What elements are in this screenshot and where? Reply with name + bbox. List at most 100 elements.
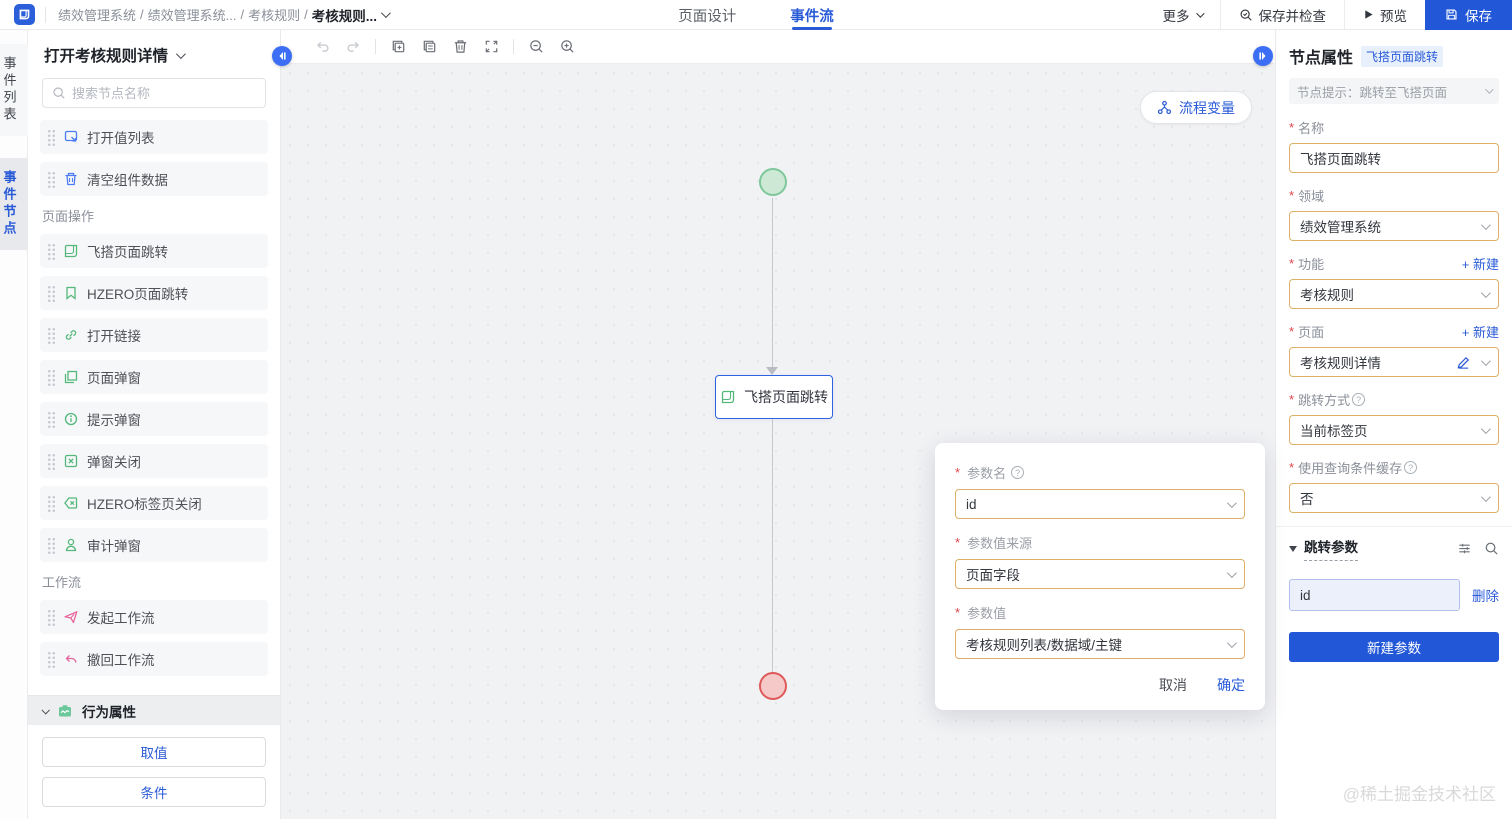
filter-sliders-icon[interactable] xyxy=(1457,541,1472,556)
collapse-left-panel-toggle[interactable] xyxy=(272,46,292,66)
breadcrumb-current[interactable]: 考核规则... xyxy=(311,8,378,24)
node-item-label: 弹窗关闭 xyxy=(87,455,141,470)
node-item-page-modal[interactable]: 页面弹窗 xyxy=(40,360,268,394)
node-item-hzero-tab-close[interactable]: HZERO标签页关闭 xyxy=(40,486,268,520)
node-item-hzero-page-jump[interactable]: HZERO页面跳转 xyxy=(40,276,268,310)
save-and-check-button[interactable]: 保存并检查 xyxy=(1221,0,1345,30)
confirm-button[interactable]: 确定 xyxy=(1217,677,1245,693)
breadcrumb-item[interactable]: 绩效管理系统... xyxy=(147,8,237,23)
chevron-down-icon xyxy=(1226,497,1237,508)
jump-param-row: id 删除 xyxy=(1289,579,1499,611)
topbar-separator xyxy=(1344,0,1345,30)
delete-param-link[interactable]: 删除 xyxy=(1472,589,1499,604)
drag-handle[interactable] xyxy=(47,284,55,302)
behavior-props-header[interactable]: 行为属性 xyxy=(28,695,280,725)
new-page-link[interactable]: + 新建 xyxy=(1461,325,1499,340)
drag-handle[interactable] xyxy=(47,452,55,470)
drag-handle[interactable] xyxy=(47,368,55,386)
save-button[interactable]: 保存 xyxy=(1425,0,1512,30)
jump-param-item[interactable]: id xyxy=(1289,579,1460,611)
get-value-button[interactable]: 取值 xyxy=(42,737,266,767)
collapse-right-panel-toggle[interactable] xyxy=(1253,46,1273,66)
recall-arrow-icon xyxy=(65,655,77,663)
name-field[interactable] xyxy=(1289,143,1499,173)
function-select[interactable]: 考核规则 xyxy=(1289,279,1499,309)
node-properties-panel: 节点属性 飞搭页面跳转 节点提示：跳转至飞搭页面 名称 领域 绩效管理系统 功能… xyxy=(1275,30,1512,819)
copy-add-icon[interactable] xyxy=(389,38,407,56)
tab-event-flow[interactable]: 事件流 xyxy=(790,0,834,30)
param-value-source-select[interactable]: 页面字段 xyxy=(955,559,1245,589)
toolbar-separator xyxy=(513,39,514,54)
sidebar-header[interactable]: 打开考核规则详情 xyxy=(28,30,280,76)
query-cache-select[interactable]: 否 xyxy=(1289,483,1499,513)
rail-tab-event-list[interactable]: 事件列表 xyxy=(0,44,28,136)
page-select[interactable]: 考核规则详情 xyxy=(1289,347,1499,377)
jump-params-section-header[interactable]: 跳转参数 xyxy=(1276,526,1512,569)
preview-button[interactable]: 预览 xyxy=(1345,0,1425,30)
more-dropdown[interactable]: 更多 xyxy=(1145,0,1220,30)
new-function-link[interactable]: + 新建 xyxy=(1461,257,1499,272)
drag-handle[interactable] xyxy=(47,410,55,428)
breadcrumb-item[interactable]: 绩效管理系统 xyxy=(58,8,137,23)
drag-handle[interactable] xyxy=(47,170,55,188)
drag-handle[interactable] xyxy=(47,608,55,626)
node-item-audit-modal[interactable]: 审计弹窗 xyxy=(40,528,268,562)
help-icon[interactable]: ? xyxy=(1404,461,1418,474)
rail-tab-event-nodes[interactable]: 事件节点 xyxy=(0,158,28,250)
param-value-select[interactable]: 考核规则列表/数据域/主键 xyxy=(955,629,1245,659)
page-value: 考核规则详情 xyxy=(1300,356,1381,371)
drag-handle[interactable] xyxy=(47,326,55,344)
param-name-value: id xyxy=(966,496,977,512)
drag-handle[interactable] xyxy=(47,650,55,668)
param-name-select[interactable]: id xyxy=(955,489,1245,519)
param-value-source-value: 页面字段 xyxy=(966,568,1020,583)
search-icon[interactable] xyxy=(1484,541,1499,556)
node-item-start-workflow[interactable]: 发起工作流 xyxy=(40,600,268,634)
backspace-close-icon xyxy=(64,497,78,509)
search-input[interactable] xyxy=(72,85,256,101)
drag-handle[interactable] xyxy=(47,242,55,260)
node-item-modal-close[interactable]: 弹窗关闭 xyxy=(40,444,268,478)
cancel-button[interactable]: 取消 xyxy=(1159,677,1187,693)
drag-handle[interactable] xyxy=(47,494,55,512)
drag-handle[interactable] xyxy=(47,128,55,146)
fit-view-icon[interactable] xyxy=(482,38,500,56)
node-item-label: 打开值列表 xyxy=(87,131,155,146)
left-rail: 事件列表 事件节点 xyxy=(0,30,28,819)
flow-start-node[interactable] xyxy=(759,168,787,196)
delete-icon[interactable] xyxy=(451,38,469,56)
node-search[interactable] xyxy=(42,78,266,108)
node-item-tip-modal[interactable]: 提示弹窗 xyxy=(40,402,268,436)
dialog-field-label-param-name: 参数名 ? xyxy=(955,463,1245,482)
node-item-feida-page-jump[interactable]: 飞搭页面跳转 xyxy=(40,234,268,268)
redo-icon[interactable] xyxy=(344,38,362,56)
node-item-open-value-list[interactable]: 打开值列表 xyxy=(40,120,268,154)
help-icon[interactable]: ? xyxy=(1011,466,1025,479)
topbar-tabs: 页面设计 事件流 xyxy=(0,0,1512,30)
new-param-button[interactable]: 新建参数 xyxy=(1289,632,1499,662)
app-logo-icon[interactable] xyxy=(14,4,35,25)
tab-page-design[interactable]: 页面设计 xyxy=(678,8,737,25)
search-check-icon xyxy=(1240,9,1252,21)
flow-node-feida-page-jump[interactable]: 飞搭页面跳转 xyxy=(715,375,833,419)
node-item-open-link[interactable]: 打开链接 xyxy=(40,318,268,352)
condition-button[interactable]: 条件 xyxy=(42,777,266,807)
jump-mode-select[interactable]: 当前标签页 xyxy=(1289,415,1499,445)
duplicate-icon[interactable] xyxy=(420,38,438,56)
undo-icon[interactable] xyxy=(313,38,331,56)
flow-end-node[interactable] xyxy=(759,672,787,700)
node-hint-bar[interactable]: 节点提示：跳转至飞搭页面 xyxy=(1289,78,1499,104)
node-type-badge: 飞搭页面跳转 xyxy=(1361,45,1444,67)
node-item-clear-component-data[interactable]: 清空组件数据 xyxy=(40,162,268,196)
breadcrumb-item[interactable]: 考核规则 xyxy=(248,8,301,23)
zoom-in-icon[interactable] xyxy=(558,38,576,56)
zoom-out-icon[interactable] xyxy=(527,38,545,56)
edit-pencil-icon[interactable] xyxy=(1456,355,1471,370)
help-icon[interactable]: ? xyxy=(1352,393,1366,406)
domain-select[interactable]: 绩效管理系统 xyxy=(1289,211,1499,241)
chevron-down-icon xyxy=(1480,491,1491,502)
flow-variables-button[interactable]: 流程变量 xyxy=(1140,91,1252,124)
drag-handle[interactable] xyxy=(47,536,55,554)
breadcrumb-chevron-down-icon[interactable] xyxy=(380,8,391,19)
node-item-recall-workflow[interactable]: 撤回工作流 xyxy=(40,642,268,676)
